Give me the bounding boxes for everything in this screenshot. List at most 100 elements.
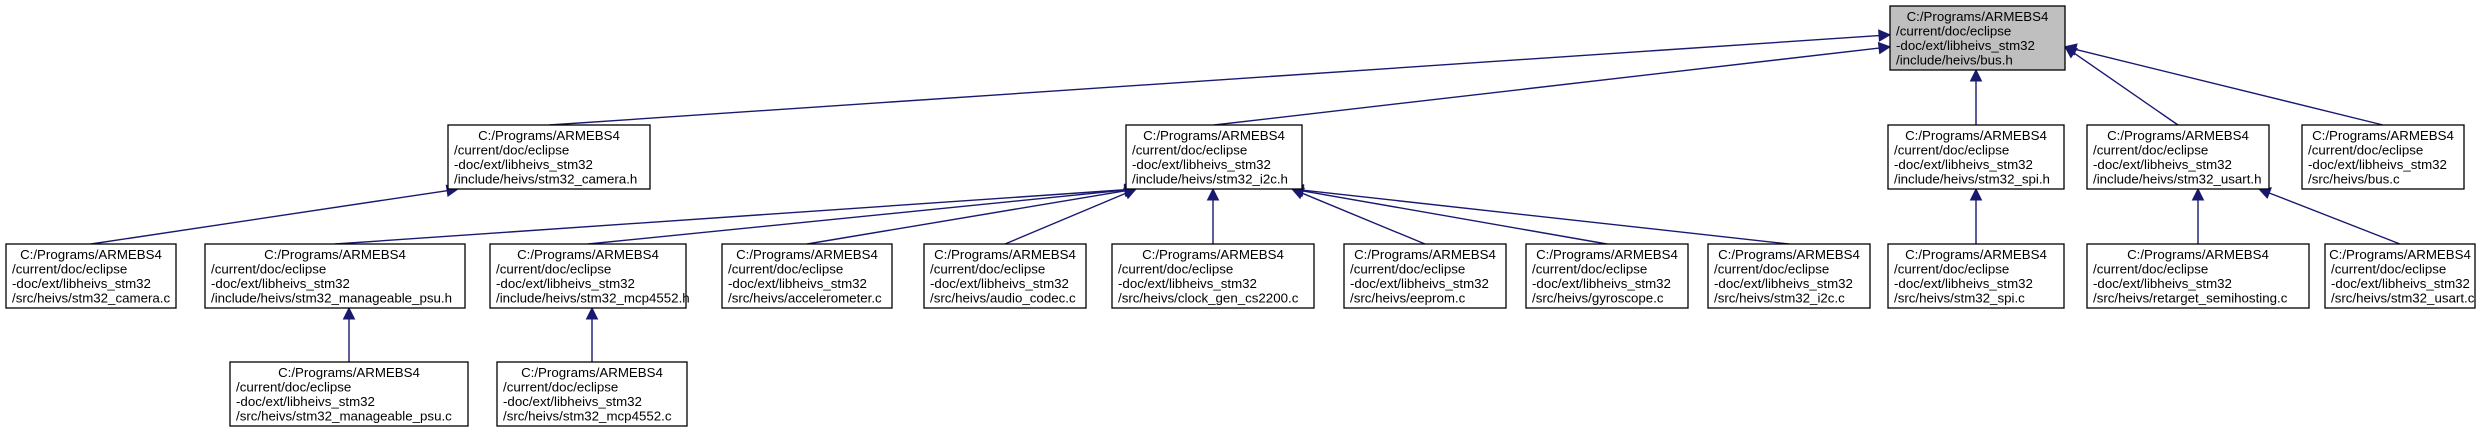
node-label-line: /current/doc/eclipse (930, 262, 1045, 277)
node-label-line: -doc/ext/libheivs_stm32 (1896, 38, 2035, 53)
edge-manageable_psu_h-to-i2c_h (334, 183, 1138, 245)
node-box[interactable] (204, 243, 466, 309)
node-camera_h[interactable]: C:/Programs/ARMEBS4/current/doc/eclipse-… (447, 124, 651, 190)
node-box[interactable] (1343, 243, 1507, 309)
node-label-line: C:/Programs/ARMEBS4 (20, 247, 162, 262)
node-label-line: -doc/ext/libheivs_stm32 (2331, 276, 2470, 291)
node-label-line: /src/heivs/bus.c (2308, 172, 2400, 187)
node-label-line: /current/doc/eclipse (236, 380, 351, 395)
node-spi_h[interactable]: C:/Programs/ARMEBS4/current/doc/eclipse-… (1887, 124, 2065, 190)
node-label-line: /src/heivs/stm32_manageable_psu.c (236, 409, 452, 424)
node-box[interactable] (2301, 124, 2465, 190)
node-label-line: -doc/ext/libheivs_stm32 (2093, 157, 2232, 172)
node-label-line: -doc/ext/libheivs_stm32 (2308, 157, 2447, 172)
node-box[interactable] (1111, 243, 1315, 309)
node-label-line: C:/Programs/ARMEBS4 (264, 247, 406, 262)
node-bus_c[interactable]: C:/Programs/ARMEBS4/current/doc/eclipse-… (2301, 124, 2465, 190)
arrow-head-icon (2191, 187, 2205, 201)
node-bus_h[interactable]: C:/Programs/ARMEBS4/current/doc/eclipse-… (1889, 5, 2066, 71)
node-label-line: C:/Programs/ARMEBS4 (736, 247, 878, 262)
edge-line (1213, 47, 1880, 126)
node-i2c_c[interactable]: C:/Programs/ARMEBS4/current/doc/eclipse-… (1707, 243, 1871, 309)
node-label-line: /current/doc/eclipse (211, 262, 326, 277)
node-label-line: /include/heivs/bus.h (1896, 53, 2013, 68)
node-label-line: /current/doc/eclipse (1118, 262, 1233, 277)
node-label-line: C:/Programs/ARMEBS4 (934, 247, 1076, 262)
node-label-line: /current/doc/eclipse (1714, 262, 1829, 277)
node-label-line: C:/Programs/ARMEBS4 (521, 365, 663, 380)
edge-bus_c-to-bus_h (2063, 43, 2384, 126)
node-eeprom_c[interactable]: C:/Programs/ARMEBS4/current/doc/eclipse-… (1343, 243, 1507, 309)
node-box[interactable] (923, 243, 1087, 309)
edge-camera_c-to-camera_h (90, 184, 460, 245)
node-box[interactable] (447, 124, 651, 190)
node-label-line: -doc/ext/libheivs_stm32 (1118, 276, 1257, 291)
node-mcp4552_c[interactable]: C:/Programs/ARMEBS4/current/doc/eclipse-… (496, 361, 688, 427)
node-label-line: /current/doc/eclipse (2093, 143, 2208, 158)
node-label-line: C:/Programs/ARMEBS4 (2107, 128, 2249, 143)
node-label-line: /current/doc/eclipse (503, 380, 618, 395)
node-box[interactable] (2086, 124, 2270, 190)
node-camera_c[interactable]: C:/Programs/ARMEBS4/current/doc/eclipse-… (5, 243, 177, 309)
node-i2c_h[interactable]: C:/Programs/ARMEBS4/current/doc/eclipse-… (1125, 124, 1303, 190)
node-label-line: /include/heivs/stm32_i2c.h (1132, 172, 1288, 187)
edge-clock_gen_c-to-i2c_h (1206, 187, 1220, 244)
edge-usart_h-to-bus_h (2064, 46, 2179, 126)
node-box[interactable] (1525, 243, 1689, 309)
node-label-line: /current/doc/eclipse (12, 262, 127, 277)
edge-i2c_h-to-bus_h (1213, 41, 1892, 126)
node-spi_c[interactable]: C:/Programs/ARMEBS4/current/doc/eclipse-… (1887, 243, 2065, 309)
edge-line (1302, 190, 1608, 245)
node-box[interactable] (721, 243, 893, 309)
node-usart_h[interactable]: C:/Programs/ARMEBS4/current/doc/eclipse-… (2086, 124, 2270, 190)
node-box[interactable] (1707, 243, 1871, 309)
node-label-line: C:/Programs/ARMEBS4 (517, 247, 659, 262)
node-box[interactable] (1887, 243, 2065, 309)
arrow-head-icon (1877, 41, 1892, 55)
node-usart_c[interactable]: C:/Programs/ARMEBS4/current/doc/eclipse-… (2324, 243, 2476, 309)
node-label-line: /current/doc/eclipse (1894, 143, 2009, 158)
node-label-line: C:/Programs/ARMEBS4 (478, 128, 620, 143)
node-label-line: C:/Programs/ARMEBS4 (1143, 128, 1285, 143)
node-accelerometer_c[interactable]: C:/Programs/ARMEBS4/current/doc/eclipse-… (721, 243, 893, 309)
nodes-layer: C:/Programs/ARMEBS4/current/doc/eclipse-… (5, 5, 2476, 427)
node-label-line: /src/heivs/stm32_camera.c (12, 291, 170, 306)
edge-spi_c-to-spi_h (1969, 187, 1983, 244)
node-box[interactable] (5, 243, 177, 309)
node-box[interactable] (1887, 124, 2065, 190)
node-label-line: /include/heivs/stm32_spi.h (1894, 172, 2050, 187)
node-label-line: /current/doc/eclipse (728, 262, 843, 277)
node-box[interactable] (2086, 243, 2310, 309)
node-box[interactable] (229, 361, 469, 427)
node-label-line: -doc/ext/libheivs_stm32 (1350, 276, 1489, 291)
node-label-line: -doc/ext/libheivs_stm32 (1714, 276, 1853, 291)
node-label-line: /src/heivs/gyroscope.c (1532, 291, 1664, 306)
node-label-line: /include/heivs/stm32_mcp4552.h (496, 291, 690, 306)
node-label-line: /current/doc/eclipse (2093, 262, 2208, 277)
node-label-line: -doc/ext/libheivs_stm32 (236, 394, 375, 409)
node-mcp4552_h[interactable]: C:/Programs/ARMEBS4/current/doc/eclipse-… (489, 243, 690, 309)
node-manageable_psu_c[interactable]: C:/Programs/ARMEBS4/current/doc/eclipse-… (229, 361, 469, 427)
edge-line (2073, 52, 2179, 126)
node-label-line: C:/Programs/ARMEBS4 (2329, 247, 2471, 262)
node-gyroscope_c[interactable]: C:/Programs/ARMEBS4/current/doc/eclipse-… (1525, 243, 1689, 309)
arrow-head-icon (1878, 29, 1892, 42)
node-box[interactable] (1889, 5, 2066, 71)
arrow-head-icon (342, 306, 356, 320)
node-label-line: /src/heivs/eeprom.c (1350, 291, 1466, 306)
node-label-line: /current/doc/eclipse (496, 262, 611, 277)
node-manageable_psu_h[interactable]: C:/Programs/ARMEBS4/current/doc/eclipse-… (204, 243, 466, 309)
node-retarget_c[interactable]: C:/Programs/ARMEBS4/current/doc/eclipse-… (2086, 243, 2310, 309)
node-box[interactable] (496, 361, 688, 427)
arrow-head-icon (1206, 187, 1220, 201)
node-box[interactable] (2324, 243, 2476, 309)
node-box[interactable] (1125, 124, 1303, 190)
node-label-line: /include/heivs/stm32_camera.h (454, 172, 637, 187)
node-label-line: /src/heivs/stm32_usart.c (2331, 291, 2475, 306)
node-box[interactable] (489, 243, 687, 309)
node-label-line: /current/doc/eclipse (1132, 143, 1247, 158)
node-clock_gen_c[interactable]: C:/Programs/ARMEBS4/current/doc/eclipse-… (1111, 243, 1315, 309)
node-audio_codec_c[interactable]: C:/Programs/ARMEBS4/current/doc/eclipse-… (923, 243, 1087, 309)
node-label-line: -doc/ext/libheivs_stm32 (454, 157, 593, 172)
node-label-line: -doc/ext/libheivs_stm32 (1894, 157, 2033, 172)
